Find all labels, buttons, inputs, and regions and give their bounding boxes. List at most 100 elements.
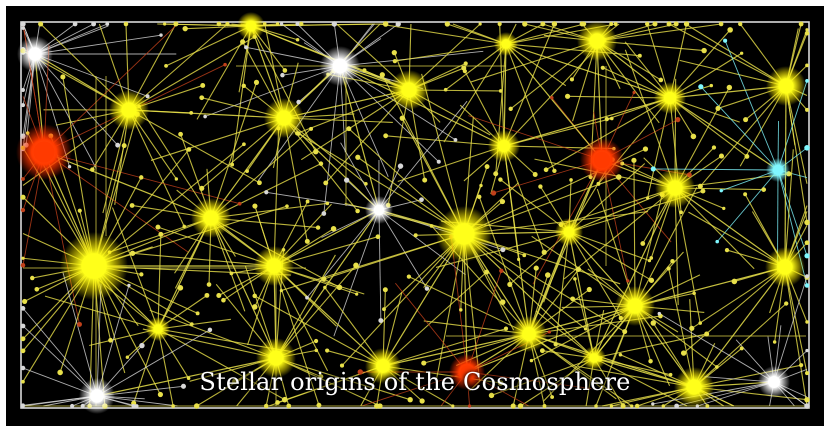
leaf-node: [485, 164, 490, 169]
caption-title: Stellar origins of the Cosmosphere: [6, 368, 824, 396]
leaf-node: [315, 349, 319, 353]
leaf-node: [252, 304, 258, 310]
leaf-node: [20, 195, 25, 200]
leaf-node: [383, 21, 388, 26]
leaf-node: [223, 63, 227, 67]
leaf-node: [493, 171, 498, 176]
hub-link: [504, 146, 529, 334]
leaf-node: [306, 200, 310, 204]
leaf-node: [380, 72, 385, 77]
leaf-node: [230, 163, 234, 167]
leaf-node: [383, 287, 388, 292]
leaf-node: [344, 177, 349, 182]
leaf-node: [725, 248, 729, 252]
leaf-node: [21, 22, 25, 26]
link-line: [151, 118, 284, 160]
leaf-node: [710, 84, 713, 87]
leaf-node: [719, 154, 724, 159]
leaf-node: [77, 322, 82, 327]
leaf-node: [346, 126, 351, 131]
leaf-node: [622, 329, 627, 334]
leaf-node: [674, 404, 679, 409]
leaf-node: [163, 22, 166, 25]
leaf-node: [799, 22, 804, 27]
leaf-node: [805, 79, 809, 83]
leaf-node: [715, 106, 720, 111]
leaf-node: [805, 240, 810, 245]
leaf-node: [314, 339, 318, 343]
leaf-node: [464, 61, 468, 65]
leaf-node: [479, 184, 482, 187]
leaf-node: [240, 39, 245, 44]
leaf-node: [743, 192, 747, 196]
link-line: [675, 188, 700, 323]
leaf-node: [264, 404, 268, 408]
leaf-node: [217, 22, 222, 27]
leaf-node: [805, 28, 808, 31]
leaf-node: [619, 353, 623, 357]
link-line: [569, 232, 651, 280]
leaf-node: [705, 404, 709, 408]
leaf-node: [743, 117, 748, 122]
leaf-node: [242, 142, 246, 146]
leaf-node: [491, 190, 496, 195]
leaf-node: [105, 22, 109, 26]
leaf-node: [454, 138, 458, 142]
leaf-node: [626, 279, 629, 282]
leaf-node: [122, 143, 127, 148]
leaf-node: [542, 250, 547, 255]
leaf-node: [805, 349, 808, 352]
leaf-node: [305, 296, 309, 300]
leaf-node: [299, 22, 303, 26]
leaf-node: [430, 224, 434, 228]
leaf-node: [196, 311, 200, 315]
link-line: [506, 44, 640, 56]
leaf-node: [805, 63, 809, 67]
link-line: [232, 26, 251, 165]
leaf-node: [91, 22, 96, 27]
leaf-node: [285, 204, 289, 208]
leaf-node: [242, 84, 246, 88]
hub-node: [246, 21, 257, 32]
leaf-node: [30, 276, 34, 280]
leaf-node: [565, 94, 570, 99]
leaf-node: [689, 326, 694, 331]
leaf-node: [325, 348, 329, 352]
leaf-node: [477, 195, 481, 199]
hub-node: [402, 83, 417, 98]
leaf-node: [570, 296, 575, 301]
leaf-node: [605, 117, 609, 121]
hub-node: [454, 224, 475, 245]
leaf-node: [280, 22, 283, 25]
leaf-node: [761, 187, 766, 192]
leaf-node: [124, 22, 129, 27]
leaf-node: [131, 404, 135, 408]
leaf-node: [296, 38, 300, 42]
leaf-node: [773, 340, 776, 343]
image-frame: Stellar origins of the Cosmosphere: [6, 6, 824, 426]
leaf-node: [130, 251, 135, 256]
leaf-node: [580, 22, 585, 27]
leaf-node: [444, 88, 448, 92]
leaf-node: [254, 80, 259, 85]
leaf-node: [784, 301, 788, 305]
hub-node: [779, 79, 794, 94]
leaf-node: [34, 287, 39, 292]
leaf-node: [463, 69, 467, 73]
leaf-node: [283, 68, 288, 73]
leaf-node: [353, 263, 359, 269]
leaf-node: [635, 404, 639, 408]
leaf-node: [376, 234, 381, 239]
hub-node: [774, 166, 783, 175]
leaf-node: [692, 291, 696, 295]
leaf-node: [554, 342, 558, 346]
link-line: [129, 37, 255, 110]
hub-node: [154, 325, 163, 334]
leaf-node: [178, 132, 183, 137]
leaf-node: [544, 167, 549, 172]
leaf-node: [139, 272, 143, 276]
leaf-node: [200, 83, 205, 88]
leaf-node: [646, 196, 649, 199]
leaf-node: [230, 271, 234, 275]
leaf-node: [419, 398, 424, 403]
